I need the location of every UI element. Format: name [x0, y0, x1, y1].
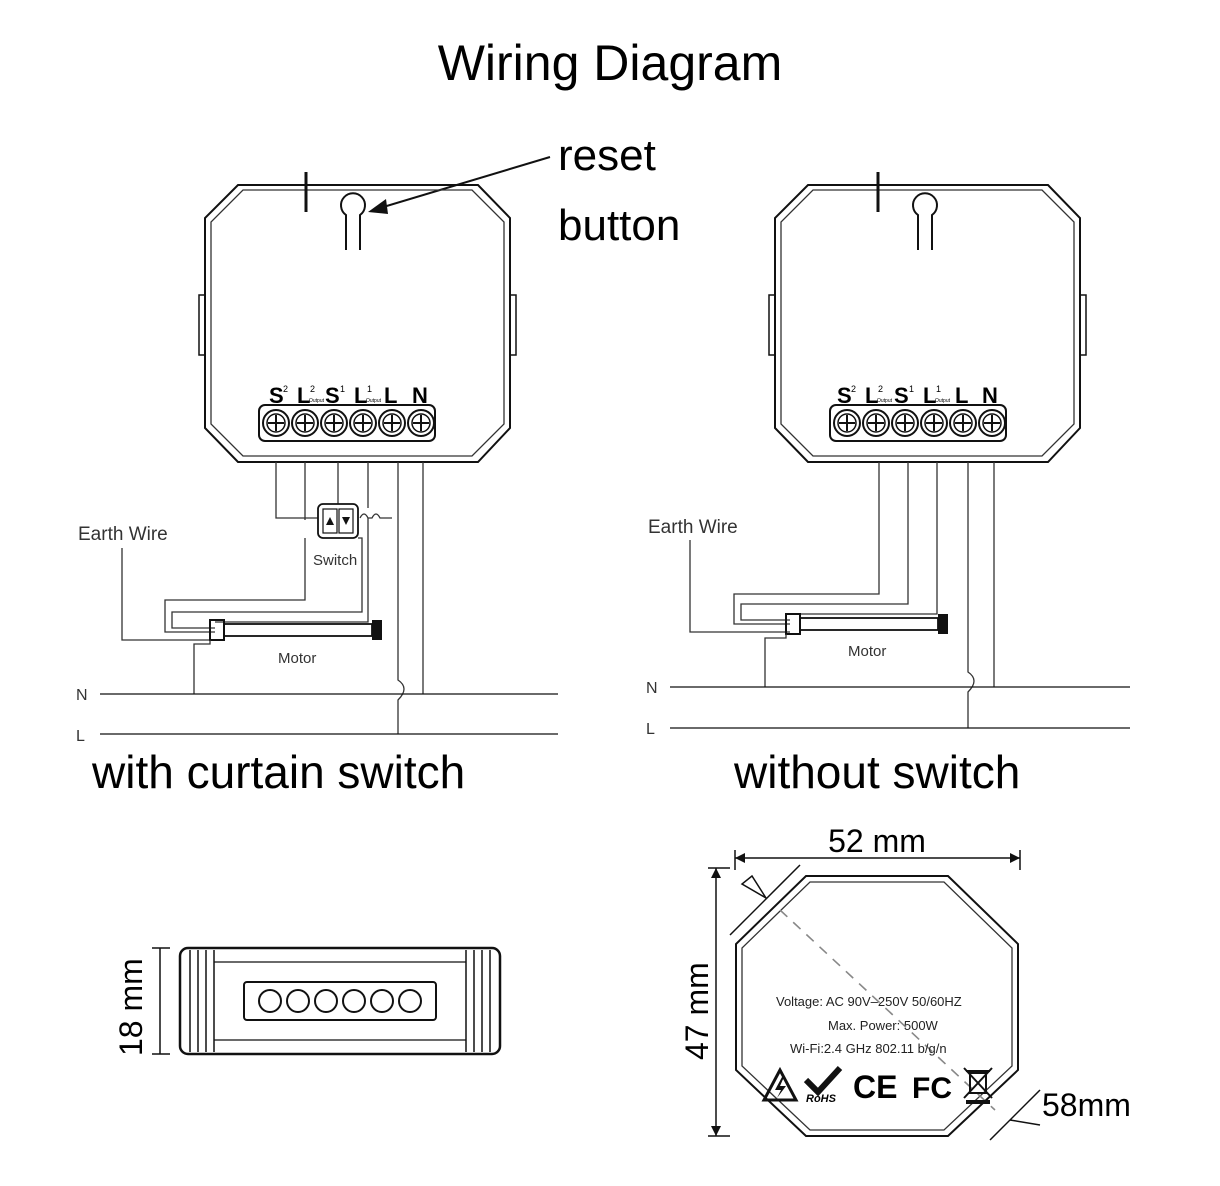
spec-wifi: Wi-Fi:2.4 GHz 802.11 b/g/n	[790, 1041, 947, 1056]
diagonal-dimension: 58mm	[1042, 1087, 1131, 1123]
left-module	[198, 172, 517, 463]
depth-dimension: 47 mm	[679, 962, 715, 1060]
rohs-check-icon: RoHS	[803, 1065, 843, 1105]
terminal-label: L	[955, 383, 968, 408]
height-dimension: 18 mm	[113, 958, 149, 1056]
terminal-label: S	[269, 383, 284, 408]
left-switch-label: Switch	[313, 552, 357, 569]
right-reset-button-icon	[912, 192, 938, 250]
terminal-label: L	[923, 383, 936, 408]
terminal-label: S	[325, 383, 340, 408]
reset-label-line2: button	[558, 201, 680, 250]
terminal-sup: 1	[936, 384, 941, 394]
curtain-switch-icon	[317, 503, 359, 539]
terminal-label: L	[297, 383, 310, 408]
terminal-sup: 1	[340, 384, 345, 394]
terminal-sup: 1	[909, 384, 914, 394]
right-motor-label: Motor	[848, 643, 886, 660]
terminal-label: L	[354, 383, 367, 408]
ce-mark-icon: CE	[853, 1069, 897, 1105]
left-n-label: N	[76, 687, 88, 704]
terminal-label: S	[837, 383, 852, 408]
bottom-view	[708, 850, 1041, 1141]
terminal-sub: Output	[309, 398, 325, 404]
left-caption: with curtain switch	[91, 746, 465, 798]
terminal-sup: 2	[851, 384, 856, 394]
right-terminal-labels: S 2 L 2 Output S 1 L 1 Output L N	[837, 383, 998, 408]
terminal-label: S	[894, 383, 909, 408]
terminal-sup: 2	[310, 384, 315, 394]
right-earth-wire-label: Earth Wire	[648, 517, 738, 538]
terminal-sub: Output	[366, 398, 382, 404]
reset-arrow-line	[379, 156, 551, 209]
right-caption: without switch	[733, 746, 1020, 798]
spec-voltage: Voltage: AC 90V–250V 50/60HZ	[776, 994, 962, 1009]
side-view	[152, 946, 502, 1056]
terminal-label: N	[982, 383, 998, 408]
left-wiring	[100, 462, 558, 735]
terminal-label: L	[384, 383, 397, 408]
width-dimension: 52 mm	[828, 823, 926, 859]
right-l-label: L	[646, 721, 655, 738]
reset-label-line1: reset	[558, 131, 656, 180]
left-earth-wire-label: Earth Wire	[78, 524, 168, 545]
terminal-sup: 2	[878, 384, 883, 394]
left-terminal-labels: S 2 L 2 Output S 1 L 1 Output L N	[269, 383, 428, 408]
right-motor-tube	[799, 617, 939, 631]
terminal-sub: Output	[935, 398, 951, 404]
terminal-sub: Output	[877, 398, 893, 404]
right-wiring	[670, 462, 1130, 729]
weee-bin-icon	[963, 1067, 993, 1104]
terminal-label: L	[865, 383, 878, 408]
spec-power: Max. Power: 500W	[828, 1018, 939, 1033]
left-motor-tube	[223, 623, 373, 637]
terminal-label: N	[412, 383, 428, 408]
right-module	[768, 172, 1087, 463]
page-title: Wiring Diagram	[438, 35, 783, 91]
high-voltage-icon	[761, 1066, 799, 1102]
right-n-label: N	[646, 680, 658, 697]
left-l-label: L	[76, 728, 85, 745]
terminal-sup: 2	[283, 384, 288, 394]
left-reset-button-icon	[340, 192, 366, 250]
terminal-sup: 1	[367, 384, 372, 394]
reset-arrow-head-icon	[368, 199, 388, 214]
fcc-mark-icon: FC	[912, 1072, 952, 1105]
rohs-label: RoHS	[806, 1093, 837, 1105]
left-motor-label: Motor	[278, 650, 316, 667]
